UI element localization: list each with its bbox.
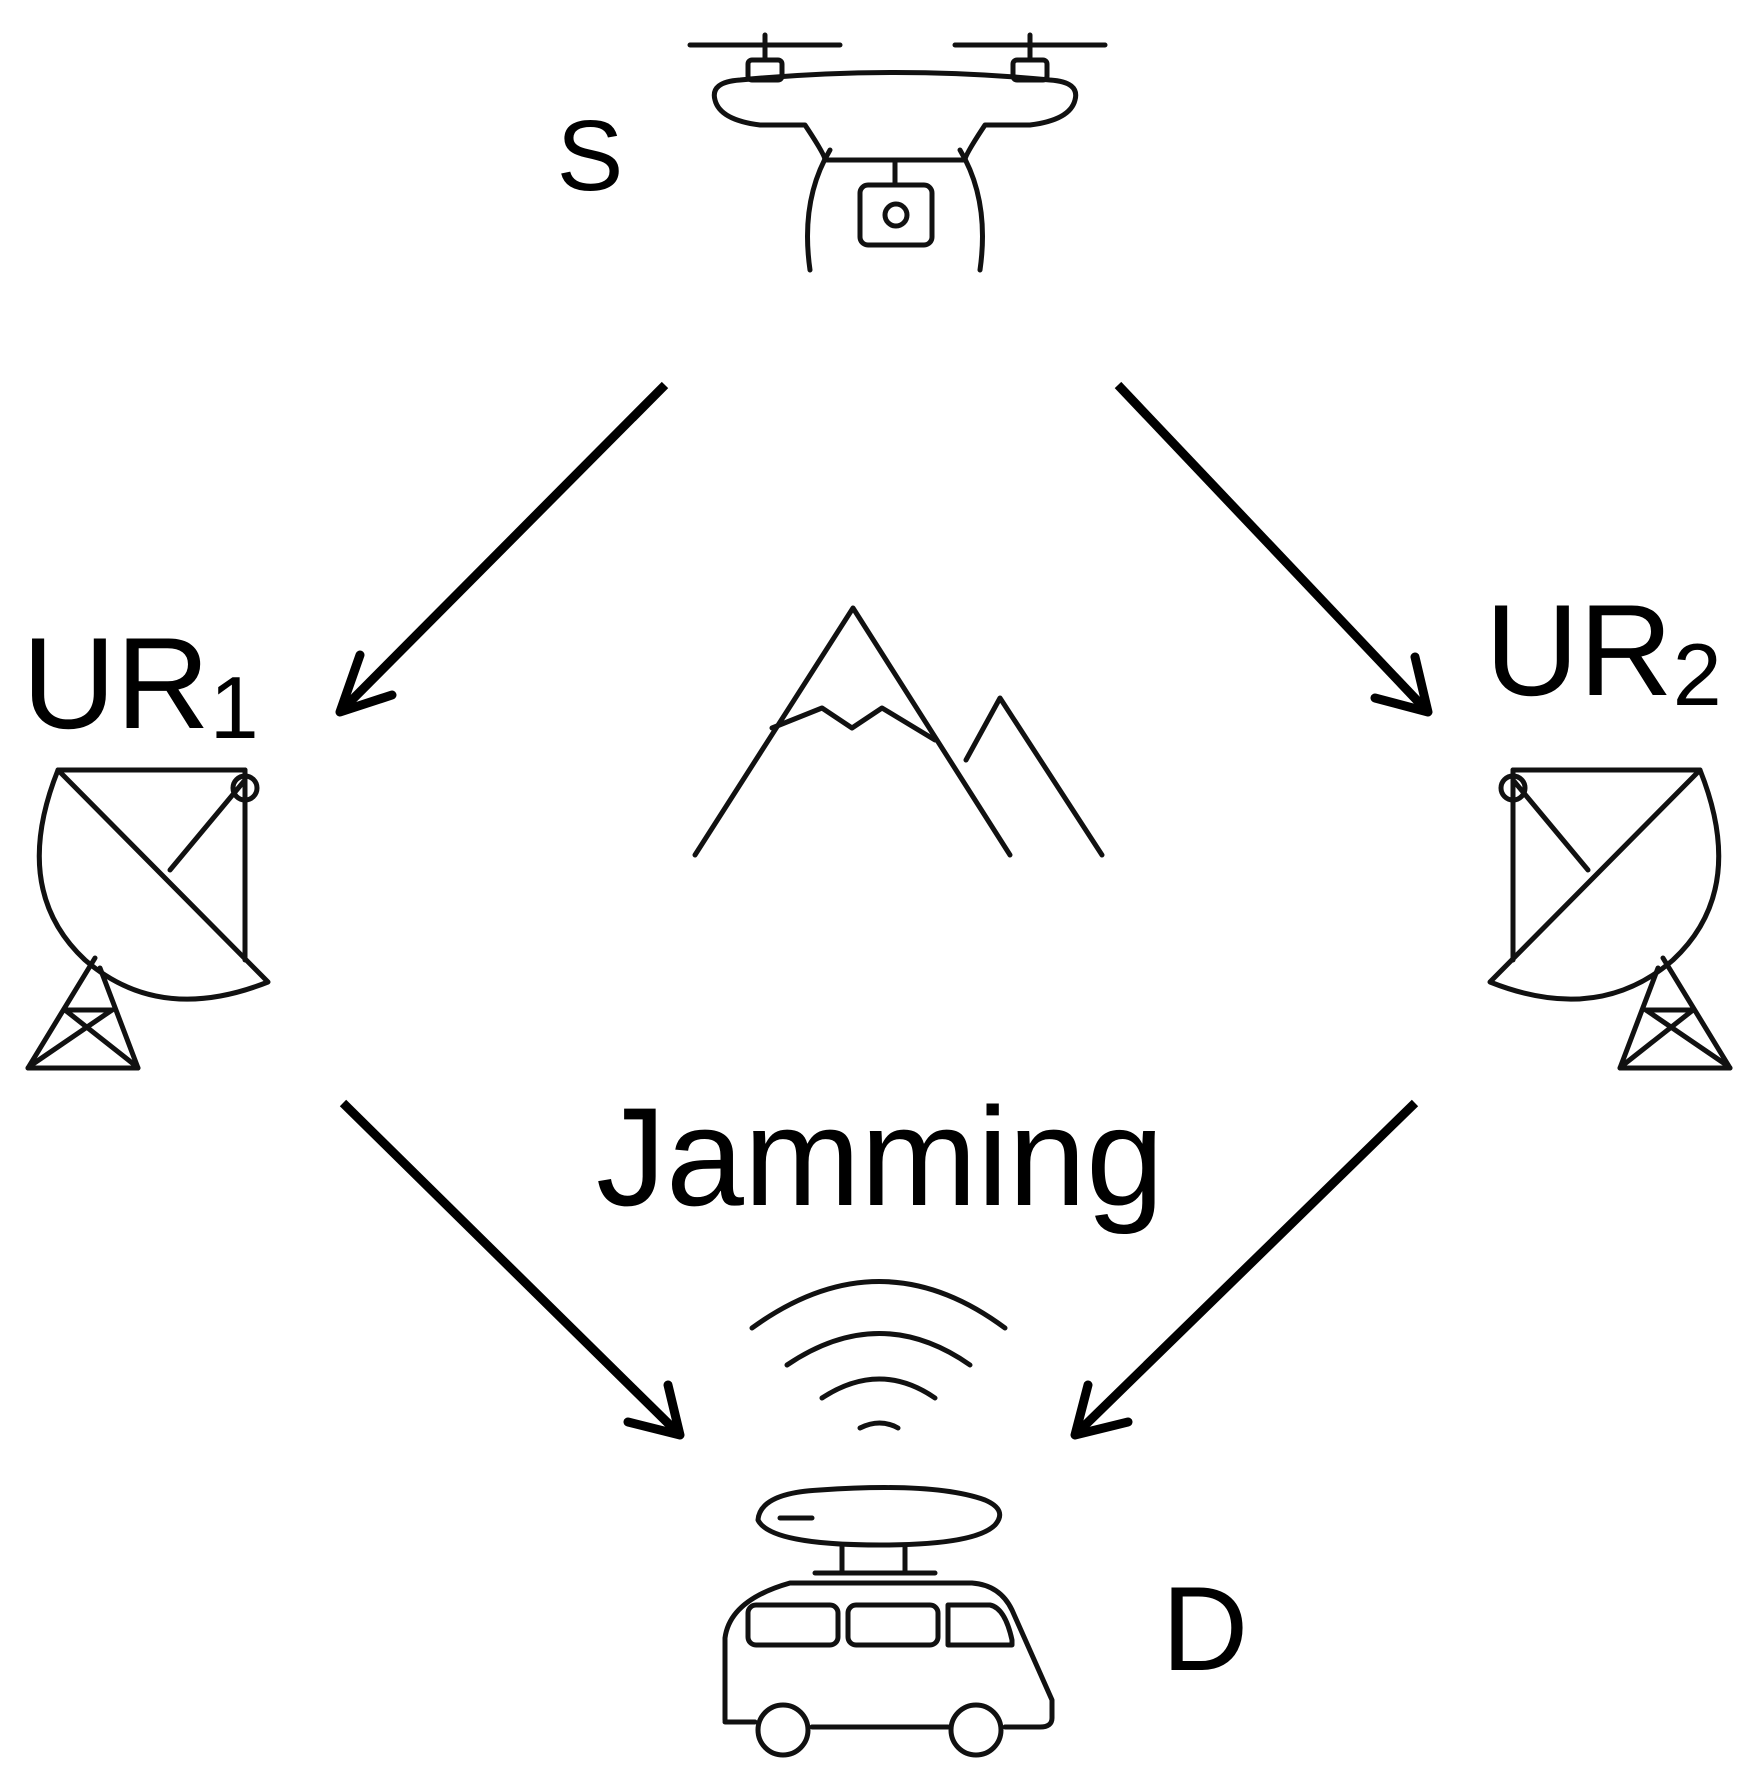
relay1-label-subscript: 1	[210, 658, 259, 757]
drone-icon	[687, 32, 1108, 273]
destination-label: D	[1162, 1562, 1249, 1696]
source-label: S	[557, 100, 624, 212]
satellite-dish-icon	[25, 767, 271, 1071]
van-icon	[722, 1485, 1055, 1758]
link-arrow-ur2-d	[1070, 1099, 1419, 1440]
wireless-signal-icon	[749, 1279, 1008, 1431]
mountain-icon	[692, 605, 1105, 858]
link-arrow-s-ur2	[1114, 381, 1433, 717]
link-arrow-s-ur1	[335, 381, 669, 717]
relay1-label: UR1	[22, 610, 259, 757]
jamming-label: Jamming	[596, 1078, 1164, 1235]
relay2-label-main: UR	[1485, 577, 1673, 723]
link-arrow-ur1-d	[339, 1099, 685, 1440]
satellite-dish-icon	[1487, 767, 1733, 1071]
relay2-label-subscript: 2	[1673, 625, 1722, 724]
relay2-label: UR2	[1485, 577, 1722, 724]
relay1-label-main: UR	[22, 610, 210, 756]
